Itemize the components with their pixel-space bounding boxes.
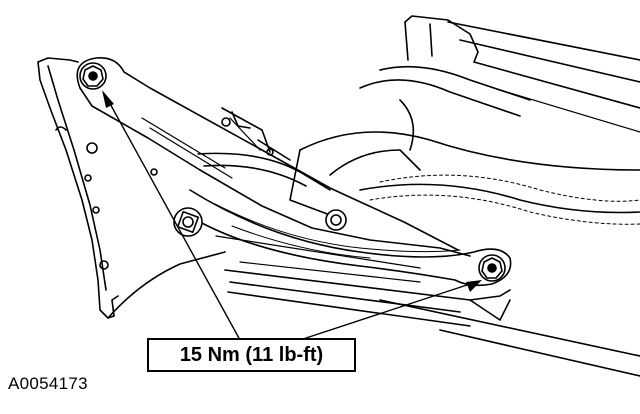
- torque-spec-callout: 15 Nm (11 lb-ft): [147, 338, 356, 372]
- lower-pivot-bolt: [173, 207, 203, 237]
- center-pivot-bolt: [325, 209, 347, 231]
- link-end-bolt: [478, 254, 506, 282]
- hinge-arm: [76, 56, 471, 257]
- figure-id-label: A0054173: [8, 374, 88, 393]
- mounting-bracket: [37, 57, 119, 319]
- torque-leader-arrows: [102, 90, 482, 341]
- upper-pivot-bolt: [79, 62, 107, 90]
- seat-back-frame: [359, 15, 640, 133]
- seat-track: [107, 235, 640, 377]
- small-fasteners: [150, 117, 274, 176]
- seat-cushion: [289, 99, 640, 225]
- recliner-link: [189, 189, 512, 287]
